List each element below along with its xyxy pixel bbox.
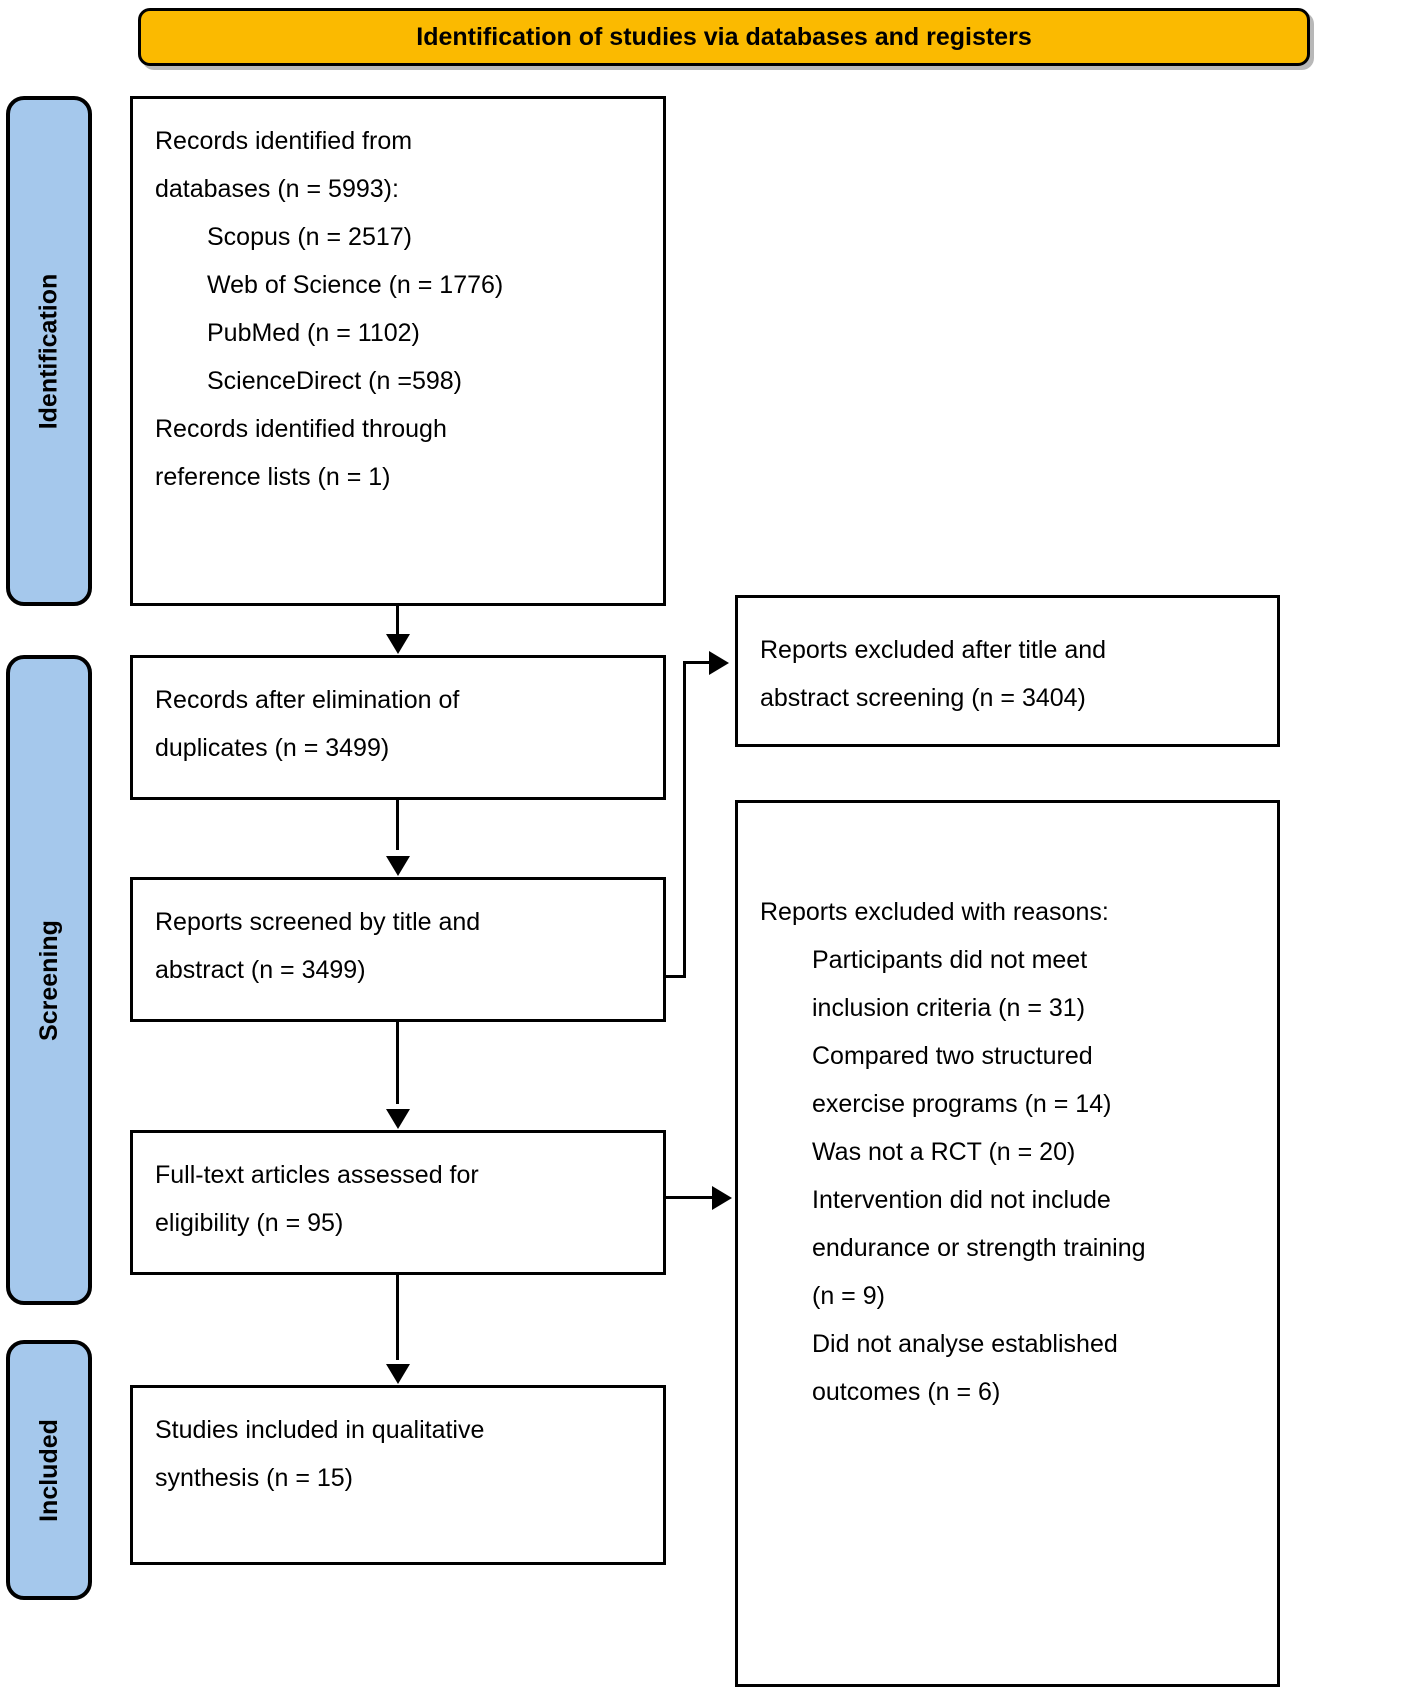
records-duplicates-line2: duplicates (n = 3499) bbox=[155, 734, 390, 762]
connector-screened-to-excluded-vertical bbox=[683, 661, 686, 978]
records-identified-source-pubmed: PubMed (n = 1102) bbox=[207, 319, 420, 347]
connector-screened-to-excluded-horizontal bbox=[666, 975, 686, 978]
studies-included-line1: Studies included in qualitative bbox=[155, 1416, 485, 1444]
arrowhead-fulltext-to-included bbox=[386, 1364, 410, 1384]
arrowhead-identified-to-duplicates bbox=[386, 634, 410, 654]
excluded-reason-5-line1: Did not analyse established bbox=[812, 1330, 1118, 1358]
stage-label-included-text: Included bbox=[34, 1418, 63, 1522]
studies-included-line2: synthesis (n = 15) bbox=[155, 1464, 354, 1492]
excluded-reason-1-line2: inclusion criteria (n = 31) bbox=[812, 994, 1086, 1022]
excluded-title-line2: abstract screening (n = 3404) bbox=[760, 684, 1086, 712]
excluded-title-line1: Reports excluded after title and bbox=[760, 636, 1107, 664]
box-records-after-duplicates: Records after elimination of duplicates … bbox=[130, 655, 666, 800]
connector-fulltext-to-reasons bbox=[666, 1196, 714, 1199]
diagram-title-banner: Identification of studies via databases … bbox=[138, 8, 1310, 66]
connector-screened-to-excluded-top bbox=[683, 661, 711, 664]
box-reports-excluded-with-reasons: Reports excluded with reasons: Participa… bbox=[735, 800, 1280, 1687]
connector-screened-to-fulltext bbox=[396, 1022, 399, 1104]
records-identified-line1: Records identified from bbox=[155, 127, 413, 155]
excluded-reason-5-line2: outcomes (n = 6) bbox=[812, 1378, 1001, 1406]
diagram-title: Identification of studies via databases … bbox=[416, 22, 1032, 51]
box-reports-excluded-title-abstract: Reports excluded after title and abstrac… bbox=[735, 595, 1280, 747]
records-identified-line4: reference lists (n = 1) bbox=[155, 463, 391, 491]
records-identified-line2: databases (n = 5993): bbox=[155, 175, 399, 203]
excluded-reason-4-line2: endurance or strength training bbox=[812, 1234, 1146, 1262]
excluded-reason-4-line1: Intervention did not include bbox=[812, 1186, 1111, 1214]
records-duplicates-line1: Records after elimination of bbox=[155, 686, 460, 714]
fulltext-line2: eligibility (n = 95) bbox=[155, 1209, 344, 1237]
excluded-reasons-heading: Reports excluded with reasons: bbox=[760, 898, 1109, 926]
fulltext-line1: Full-text articles assessed for bbox=[155, 1161, 479, 1189]
excluded-reason-3-line1: Was not a RCT (n = 20) bbox=[812, 1138, 1076, 1166]
reports-screened-line1: Reports screened by title and bbox=[155, 908, 481, 936]
box-studies-included: Studies included in qualitative synthesi… bbox=[130, 1385, 666, 1565]
records-identified-line3: Records identified through bbox=[155, 415, 447, 443]
arrowhead-fulltext-to-reasons bbox=[712, 1186, 732, 1210]
connector-identified-to-duplicates bbox=[396, 606, 399, 636]
arrowhead-screened-to-excluded bbox=[709, 651, 729, 675]
stage-label-identification-text: Identification bbox=[34, 273, 63, 429]
excluded-reason-1-line1: Participants did not meet bbox=[812, 946, 1088, 974]
connector-fulltext-to-included bbox=[396, 1275, 399, 1360]
stage-label-identification: Identification bbox=[6, 96, 92, 606]
excluded-reason-2-line1: Compared two structured bbox=[812, 1042, 1093, 1070]
stage-label-screening-text: Screening bbox=[34, 919, 63, 1041]
records-identified-source-web-of-science: Web of Science (n = 1776) bbox=[207, 271, 504, 299]
excluded-reason-4-line3: (n = 9) bbox=[812, 1282, 885, 1310]
excluded-reason-2-line2: exercise programs (n = 14) bbox=[812, 1090, 1112, 1118]
arrowhead-screened-to-fulltext bbox=[386, 1109, 410, 1129]
records-identified-source-scopus: Scopus (n = 2517) bbox=[207, 223, 412, 251]
box-reports-screened: Reports screened by title and abstract (… bbox=[130, 877, 666, 1022]
reports-screened-line2: abstract (n = 3499) bbox=[155, 956, 366, 984]
records-identified-source-sciencedirect: ScienceDirect (n =598) bbox=[207, 367, 462, 395]
connector-duplicates-to-screened bbox=[396, 800, 399, 850]
box-fulltext-assessed: Full-text articles assessed for eligibil… bbox=[130, 1130, 666, 1275]
stage-label-screening: Screening bbox=[6, 655, 92, 1305]
stage-label-included: Included bbox=[6, 1340, 92, 1600]
arrowhead-duplicates-to-screened bbox=[386, 856, 410, 876]
box-records-identified: Records identified from databases (n = 5… bbox=[130, 96, 666, 606]
